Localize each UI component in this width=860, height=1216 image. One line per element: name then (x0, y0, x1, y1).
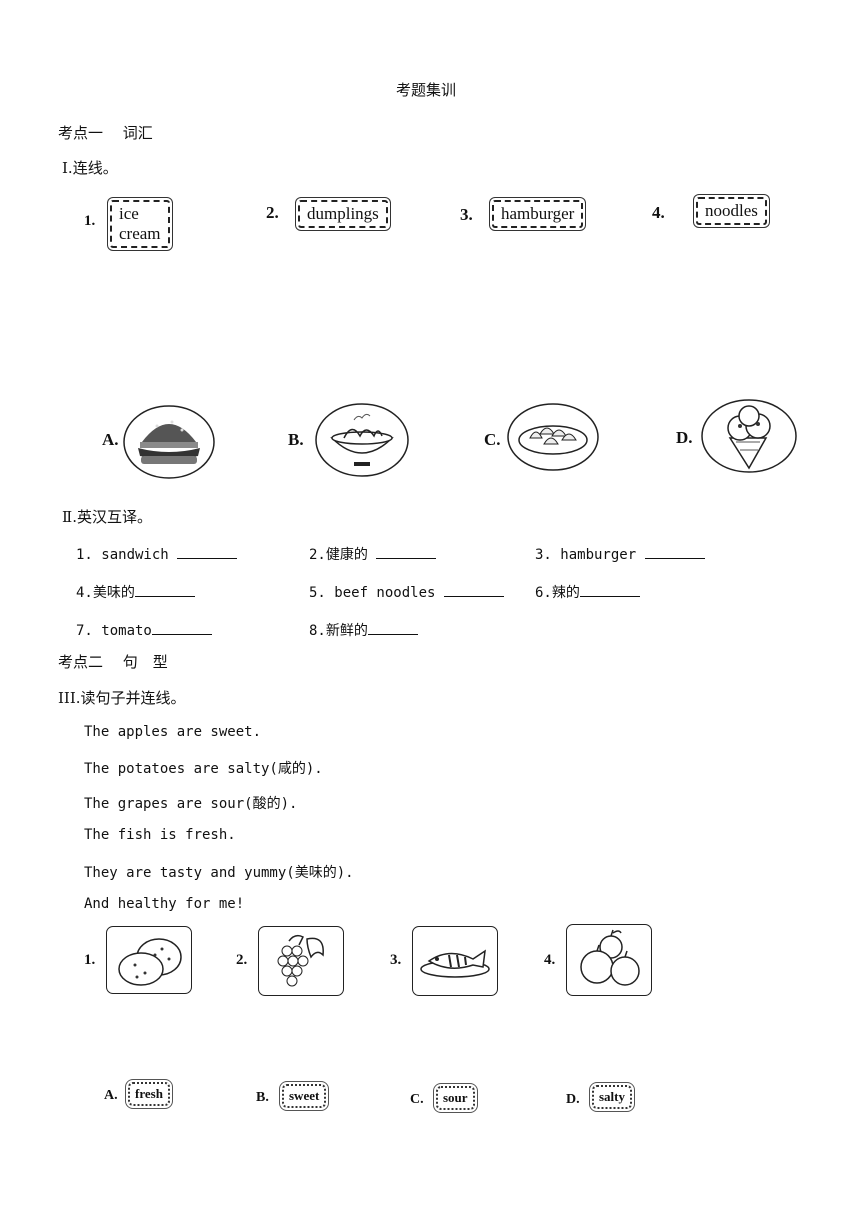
grapes-frame (258, 926, 344, 996)
picture-number-4: 4. (544, 952, 556, 968)
word-box: ice cream (110, 200, 170, 248)
translation-item-8: 8.新鲜的 (309, 620, 418, 640)
word-item-4: 4. noodles (652, 197, 767, 225)
word-box-sweet: sweet (282, 1084, 327, 1108)
word-item-1: 1. ice cream (84, 200, 170, 248)
picture-number-2: 2. (236, 952, 248, 968)
translation-item-5: 5. beef noodles (309, 582, 504, 601)
word-box: dumplings (298, 200, 388, 228)
ice-cream-icon (701, 399, 797, 473)
fish-icon (420, 949, 490, 978)
translation-prompt: 7. tomato (76, 623, 152, 639)
translation-prompt: 3. hamburger (535, 547, 637, 563)
word-letter-d: D. (566, 1092, 580, 1107)
translation-prompt: 4.美味的 (76, 585, 135, 601)
translation-item-4: 4.美味的 (76, 582, 195, 602)
translation-item-2: 2.健康的 (309, 544, 437, 564)
answer-blank[interactable] (177, 544, 238, 559)
answer-blank[interactable] (376, 544, 437, 559)
word-number: 4. (652, 203, 665, 222)
translation-prompt: 1. sandwich (76, 547, 169, 563)
word-box-salty: salty (592, 1085, 632, 1109)
sentence-line: The apples are sweet. (84, 724, 262, 740)
answer-blank[interactable] (579, 582, 640, 597)
translation-prompt: 2.健康的 (309, 547, 368, 563)
noodles-bowl-icon (315, 403, 409, 477)
page-title: 考题集训 (396, 81, 457, 99)
picture-number-1: 1. (84, 952, 96, 968)
word-box: noodles (696, 197, 767, 225)
picture-letter-b: B. (288, 430, 304, 449)
part-label-read-match: III.读句子并连线。 (58, 689, 186, 707)
answer-blank[interactable] (644, 544, 705, 559)
translation-item-6: 6.辣的 (535, 582, 640, 602)
translation-prompt: 5. beef noodles (309, 585, 436, 601)
translation-item-7: 7. tomato (76, 620, 212, 639)
part-label-matching: Ⅰ.连线。 (62, 159, 118, 177)
word-letter-c: C. (410, 1092, 424, 1107)
answer-blank[interactable] (151, 620, 212, 635)
word-item-3: 3. hamburger (460, 200, 584, 228)
word-box-sour: sour (436, 1086, 475, 1110)
sentence-line: The fish is fresh. (84, 827, 236, 843)
potatoes-icon (118, 938, 182, 986)
picture-letter-a: A. (102, 430, 119, 449)
fish-frame (412, 926, 498, 996)
sentence-line: The grapes are sour(酸的). (84, 796, 298, 812)
dumplings-plate-icon (507, 403, 599, 471)
picture-number-3: 3. (390, 952, 402, 968)
translation-item-3: 3. hamburger (535, 544, 705, 563)
word-number: 1. (84, 213, 96, 229)
sentence-line: They are tasty and yummy(美味的). (84, 865, 354, 881)
sentence-line: The potatoes are salty(咸的). (84, 761, 323, 777)
apples-frame (566, 924, 652, 996)
answer-blank[interactable] (367, 620, 418, 635)
section-heading-vocabulary: 考点一 词汇 (58, 124, 153, 142)
word-box: hamburger (492, 200, 584, 228)
word-number: 3. (460, 205, 473, 224)
answer-blank[interactable] (443, 582, 504, 597)
word-letter-b: B. (256, 1090, 269, 1105)
part-label-translation: Ⅱ.英汉互译。 (62, 508, 152, 526)
hamburger-icon (123, 405, 215, 479)
translation-prompt: 8.新鲜的 (309, 623, 368, 639)
translation-prompt: 6.辣的 (535, 585, 580, 601)
word-box-fresh: fresh (128, 1082, 170, 1106)
section-heading-sentences: 考点二 句 型 (58, 653, 168, 671)
word-number: 2. (266, 203, 279, 222)
picture-letter-d: D. (676, 428, 693, 447)
picture-letter-c: C. (484, 430, 501, 449)
word-letter-a: A. (104, 1088, 118, 1103)
grapes-icon (277, 934, 324, 987)
apples-icon (580, 929, 640, 986)
potatoes-frame (106, 926, 192, 994)
word-item-2: 2. dumplings (266, 200, 388, 228)
sentence-line: And healthy for me! (84, 896, 245, 912)
translation-item-1: 1. sandwich (76, 544, 238, 563)
answer-blank[interactable] (134, 582, 195, 597)
